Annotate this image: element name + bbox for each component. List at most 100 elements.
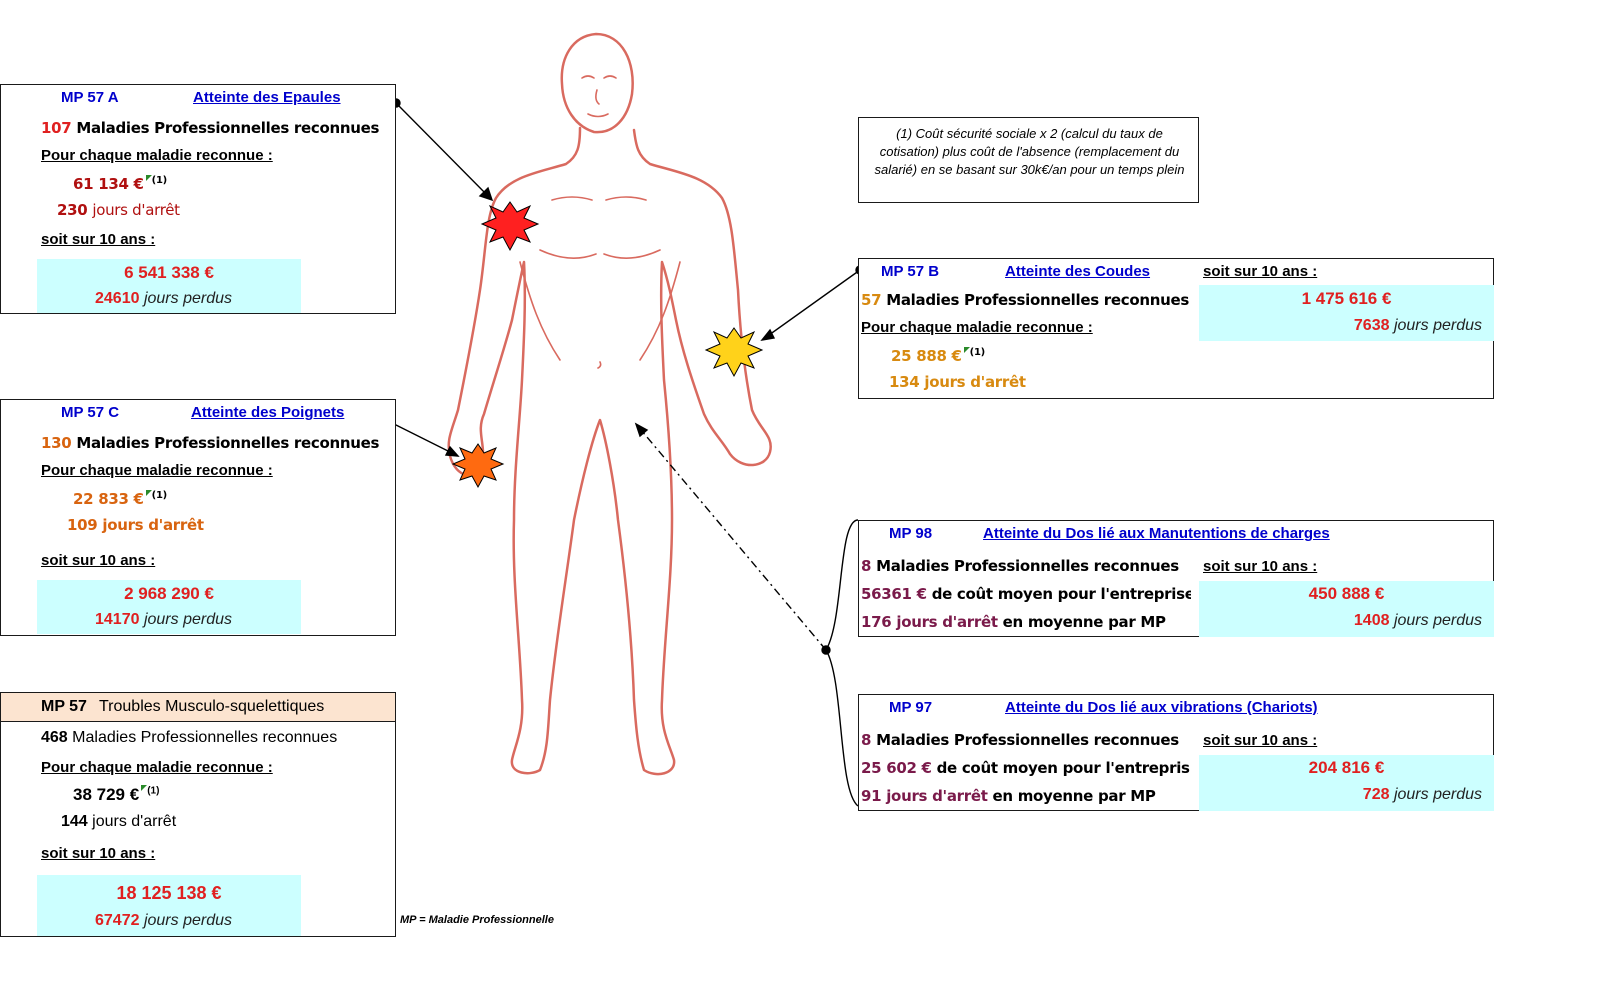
mp97-ten-days: 728	[1362, 786, 1390, 803]
mp57b-cost-ref: (1)	[969, 347, 986, 358]
cost-note-text: (1) Coût sécurité sociale x 2 (calcul du…	[874, 126, 1185, 177]
mp57-header: MP 57 Troubles Musculo-squelettiques	[1, 693, 395, 722]
mp57-code: MP 57	[41, 698, 87, 715]
mp57-days-line: 144 jours d'arrêt	[61, 813, 176, 831]
mp57b-code: MP 57 B	[881, 263, 940, 280]
mp57c-count-label: Maladies Professionnelles reconnues	[76, 434, 380, 452]
mp57b-cost: 25 888 €	[891, 347, 962, 365]
mp57a-ten-box: 6 541 338 € 24610 jours perdus	[37, 259, 301, 313]
cost-note-box: (1) Coût sécurité sociale x 2 (calcul du…	[858, 117, 1199, 203]
mp98-ten-days-label: jours perdus	[1393, 612, 1482, 629]
mp98-days-suffix: en moyenne par MP	[1002, 613, 1166, 631]
mp57-title: Troubles Musculo-squelettiques	[99, 698, 325, 715]
mp57a-code: MP 57 A	[61, 89, 119, 106]
mp57c-panel: MP 57 C Atteinte des Poignets 130 Maladi…	[0, 399, 396, 636]
mp97-cost-line: 25 602 € de coût moyen pour l'entrepris	[861, 759, 1191, 777]
mp57b-ten-label: soit sur 10 ans :	[1203, 263, 1318, 280]
mp97-count: 8	[861, 731, 872, 749]
comment-marker-icon	[145, 490, 152, 496]
mp57a-ten-label: soit sur 10 ans :	[41, 231, 156, 248]
mp98-ten-days: 1408	[1353, 612, 1390, 629]
mp98-title[interactable]: Atteinte du Dos lié aux Manutentions de …	[983, 525, 1330, 542]
mp57a-cost: 61 134 €	[73, 175, 144, 193]
comment-marker-icon	[141, 785, 148, 791]
mp98-cost-label: de coût moyen pour l'entreprise	[931, 585, 1191, 603]
mp57b-cost-line: 25 888 € (1)	[891, 347, 985, 365]
mp97-count-line: 8 Maladies Professionnelles reconnues	[861, 731, 1179, 749]
mp57b-per-label: Pour chaque maladie reconnue :	[861, 319, 1093, 336]
mp97-code: MP 97	[889, 699, 933, 716]
mp57a-ten-amount: 6 541 338 €	[124, 263, 214, 282]
comment-marker-icon	[963, 347, 970, 353]
mp57a-count: 107	[41, 119, 72, 137]
mp57a-count-line: 107 Maladies Professionnelles reconnues	[41, 119, 379, 137]
mp98-code: MP 98	[889, 525, 933, 542]
mp98-ten-days-line: 1408 jours perdus	[1354, 612, 1482, 630]
mp97-days-label: jours d'arrêt	[886, 787, 988, 805]
mp57a-count-label: Maladies Professionnelles reconnues	[76, 119, 380, 137]
mp57-ten-days-label: jours perdus	[143, 912, 232, 929]
mp98-count-label: Maladies Professionnelles reconnues	[876, 557, 1179, 575]
mp57a-cost-ref: (1)	[151, 175, 168, 186]
mp57-cost: 38 729 €	[73, 785, 140, 804]
mp57b-days: 134	[889, 373, 920, 391]
mp57a-days-label: jours d'arrêt	[92, 201, 180, 219]
mp57-ten-days: 67472	[95, 912, 140, 929]
mp97-ten-amount: 204 816 €	[1308, 758, 1385, 777]
mp57c-days: 109	[67, 516, 98, 534]
mp57b-days-line: 134 jours d'arrêt	[889, 373, 1026, 391]
mp57c-days-line: 109 jours d'arrêt	[67, 516, 204, 534]
mp57a-title[interactable]: Atteinte des Epaules	[193, 89, 341, 106]
elbow-burst-icon	[704, 327, 764, 378]
mp57a-cost-line: 61 134 € (1)	[73, 175, 167, 193]
mp97-title[interactable]: Atteinte du Dos lié aux vibrations (Char…	[1005, 699, 1318, 716]
mp57b-days-label: jours d'arrêt	[924, 373, 1026, 391]
mp57-days: 144	[61, 813, 88, 830]
mp98-days-label: jours d'arrêt	[896, 613, 998, 631]
mp57-count-label: Maladies Professionnelles reconnues	[72, 729, 338, 746]
mp57a-days-line: 230 jours d'arrêt	[57, 201, 180, 219]
mp98-ten-amount: 450 888 €	[1308, 584, 1385, 603]
mp57-cost-line: 38 729 € (1)	[73, 785, 159, 805]
mp57c-ten-days-line: 14170 jours perdus	[95, 611, 232, 629]
mp57b-panel: MP 57 B Atteinte des Coudes soit sur 10 …	[858, 258, 1494, 399]
mp57-count: 468	[41, 729, 68, 746]
mp57c-ten-amount: 2 968 290 €	[124, 584, 214, 603]
connector-lines	[381, 98, 865, 807]
wrist-burst-icon	[451, 443, 505, 489]
mp57b-count-label: Maladies Professionnelles reconnues	[886, 291, 1189, 309]
mp57-ten-amount: 18 125 138 €	[116, 883, 222, 903]
footnote: MP = Maladie Professionnelle	[400, 914, 554, 926]
mp57c-title[interactable]: Atteinte des Poignets	[191, 404, 345, 421]
mp57c-count: 130	[41, 434, 72, 452]
mp57-ten-box: 18 125 138 € 67472 jours perdus	[37, 875, 301, 936]
comment-marker-icon	[145, 175, 152, 181]
mp98-cost-line: 56361 € de coût moyen pour l'entreprise	[861, 585, 1191, 603]
mp57a-per-label: Pour chaque maladie reconnue :	[41, 147, 273, 164]
mp97-days: 91	[861, 787, 882, 805]
mp57a-ten-days-label: jours perdus	[143, 290, 232, 307]
mp57a-ten-days-line: 24610 jours perdus	[95, 290, 232, 308]
mp57b-ten-box: 1 475 616 € 7638 jours perdus	[1199, 285, 1494, 341]
mp57-panel: MP 57 Troubles Musculo-squelettiques 468…	[0, 692, 396, 937]
mp57c-per-label: Pour chaque maladie reconnue :	[41, 462, 273, 479]
mp57-count-line: 468 Maladies Professionnelles reconnues	[41, 729, 337, 747]
mp97-cost-label: de coût moyen pour l'entrepris	[936, 759, 1190, 777]
mp57b-title[interactable]: Atteinte des Coudes	[1005, 263, 1151, 280]
mp57c-count-line: 130 Maladies Professionnelles reconnues	[41, 434, 379, 452]
mp98-cost: 56361 €	[861, 585, 927, 603]
mp57b-ten-days-line: 7638 jours perdus	[1354, 317, 1482, 335]
mp98-count-line: 8 Maladies Professionnelles reconnues	[861, 557, 1179, 575]
mp98-days-line: 176 jours d'arrêt en moyenne par MP	[861, 613, 1166, 631]
mp57c-code: MP 57 C	[61, 404, 120, 421]
mp97-panel: MP 97 Atteinte du Dos lié aux vibrations…	[858, 694, 1494, 811]
mp57b-count: 57	[861, 291, 882, 309]
mp98-days: 176	[861, 613, 892, 631]
mp57c-days-label: jours d'arrêt	[102, 516, 204, 534]
mp57c-cost-line: 22 833 €(1)	[73, 490, 167, 508]
mp98-count: 8	[861, 557, 872, 575]
mp97-count-label: Maladies Professionnelles reconnues	[876, 731, 1179, 749]
mp97-ten-days-line: 728 jours perdus	[1363, 786, 1482, 804]
mp97-ten-days-label: jours perdus	[1393, 786, 1482, 803]
mp57-cost-ref: (1)	[147, 785, 160, 797]
